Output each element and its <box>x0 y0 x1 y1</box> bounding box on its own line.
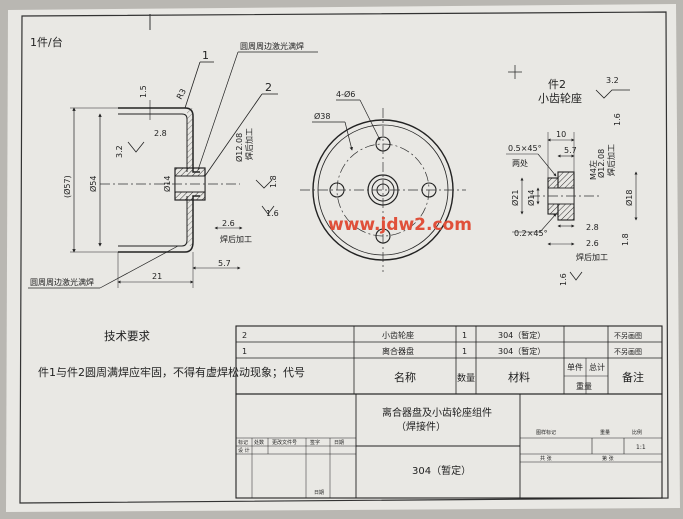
balloon-2-leader <box>204 93 263 177</box>
part2-dim-18b: 1.8 <box>621 233 630 246</box>
bom-header-unit: 单件 <box>567 362 583 372</box>
weld-machining-note-2: 焊后加工 <box>220 234 252 244</box>
dia-54-dim: Ø54 <box>88 176 98 192</box>
rev-label-doc: 更改文件号 <box>272 439 297 446</box>
date-label: 日期 <box>314 490 324 496</box>
top-weld-note: 圆周周边激光满焊 <box>240 41 304 51</box>
part2-name: 小齿轮座 <box>538 91 582 105</box>
rev-label-sign: 签字 <box>310 439 320 446</box>
bom-header-total: 总计 <box>589 362 605 372</box>
bom-row2-no: 2 <box>242 331 247 340</box>
cup-wall-hatch-bottom <box>187 196 193 246</box>
part2-dim-57: 5.7 <box>564 146 577 155</box>
tech-req-title: 技术要求 <box>104 329 150 343</box>
bottom-weld-leader <box>99 245 179 289</box>
bom-row1-note: 不另画图 <box>614 348 642 356</box>
balloon-2: 2 <box>265 81 272 94</box>
bom-row2-note: 不另画图 <box>614 332 642 340</box>
rev-label-count: 处数 <box>254 439 264 446</box>
bom-header-weight: 重量 <box>576 381 592 391</box>
bom-row2-qty: 1 <box>462 331 467 340</box>
dim-21: 21 <box>152 272 162 281</box>
roughness-symbol <box>127 141 145 153</box>
part2-dim-10: 10 <box>556 130 566 139</box>
front-section-view: 1 2 圆周周边激光满焊 1.5 R3 2.8 3.2 (Ø57) Ø54 Ø1… <box>28 41 318 289</box>
scale-value: 1:1 <box>636 444 646 451</box>
weld-machining-note: 焊后加工 <box>244 128 254 160</box>
title-block: 标记 处数 更改文件号 签字 日期 设 计 日期 离合器盘及小齿轮座组件 （焊接… <box>235 393 663 499</box>
bom-header-qty: 数量 <box>457 372 475 384</box>
watermark: www.jdw2.com <box>328 215 472 235</box>
bom-table: 2 小齿轮座 1 304（暂定） 不另画图 1 离合器盘 1 304（暂定） 不… <box>235 325 663 395</box>
bom-row1-name: 离合器盘 <box>382 346 414 356</box>
top-weld-leader <box>197 51 239 171</box>
bom-row1-material: 304（暂定） <box>498 346 545 356</box>
bom-row1-qty: 1 <box>462 347 467 356</box>
part2-dia-21: Ø21 <box>510 190 520 206</box>
dia-57-dim: (Ø57) <box>62 175 72 198</box>
bom-row1-no: 1 <box>242 347 247 356</box>
dia-1208-dim: Ø12.08 <box>234 133 244 162</box>
title-material: 304（暂定） <box>412 464 471 477</box>
designer-label: 设 计 <box>238 447 250 454</box>
balloon-1: 1 <box>202 49 209 62</box>
depth-28-dim: 2.8 <box>154 129 167 138</box>
part2-detail-view: 件2 小齿轮座 3.2 1.6 10 5.7 0.5×45° 两处 Ø21 Ø1… <box>506 76 638 286</box>
part2-thread: M4左 <box>588 160 598 180</box>
part2-dim-16b: 1.6 <box>559 273 568 286</box>
bom-header-note: 备注 <box>622 370 644 384</box>
part2-number: 件2 <box>548 78 566 91</box>
part2-dim-26: 2.6 <box>586 239 599 248</box>
chamfer-05-note: 两处 <box>512 158 528 168</box>
bom-row2-material: 304（暂定） <box>498 330 545 340</box>
dia-14-dim: Ø14 <box>162 176 172 192</box>
part2-dia-18: Ø18 <box>624 190 634 206</box>
dim-26: 2.6 <box>222 219 235 228</box>
part2-roughness: 3.2 <box>606 76 619 85</box>
end-view: 4-Ø6 Ø38 <box>300 89 466 272</box>
part2-weld-machining-2: 焊后加工 <box>576 252 608 262</box>
wall-thickness-dim: 1.5 <box>139 85 148 98</box>
part2-dim-28: 2.8 <box>586 223 599 232</box>
rev-label-mark: 标记 <box>238 439 248 446</box>
bom-row2-name: 小齿轮座 <box>382 330 414 340</box>
balloon-1-leader <box>184 61 201 109</box>
chamfer-02-dim: 0.2×45° <box>514 229 548 238</box>
stage-label: 图样标记 <box>536 429 556 436</box>
qty-per-unit: 1件/台 <box>30 35 63 49</box>
tech-req-text: 件1与件2圆周满焊应牢固，不得有虚焊松动现象；代号 <box>38 365 305 379</box>
dim-16: 1.6 <box>266 209 279 218</box>
part2-rough-16: 1.6 <box>613 113 622 126</box>
part2-dia-14: Ø14 <box>526 190 536 206</box>
sheet-number: 第 张 <box>602 455 614 462</box>
dim-57: 5.7 <box>218 259 231 268</box>
drawing-subtitle: （焊接件） <box>396 420 446 433</box>
holes-leader <box>359 99 381 141</box>
cup-wall-hatch-top <box>187 108 193 172</box>
holes-dim: 4-Ø6 <box>336 89 355 99</box>
drawing-title: 离合器盘及小齿轮座组件 <box>382 406 492 419</box>
sheets-total: 共 张 <box>540 455 552 462</box>
dim-18: 1.8 <box>269 175 278 188</box>
bom-header-material: 材料 <box>508 370 530 384</box>
bom-header-name: 名称 <box>394 370 416 384</box>
weight-label: 重量 <box>600 429 610 436</box>
rev-label-date: 日期 <box>334 440 344 446</box>
paper-sheet <box>6 4 680 512</box>
drawing-frame <box>19 11 669 504</box>
part2-dia-1208: Ø12.08 <box>596 149 606 178</box>
bottom-weld-note: 圆周周边激光满焊 <box>30 277 94 287</box>
chamfer-05-dim: 0.5×45° <box>508 144 542 153</box>
roughness-32: 3.2 <box>115 145 124 158</box>
scale-label: 比例 <box>632 429 642 436</box>
dia-38-dim: Ø38 <box>314 111 330 121</box>
part2-weld-machining: 焊后加工 <box>606 144 616 176</box>
